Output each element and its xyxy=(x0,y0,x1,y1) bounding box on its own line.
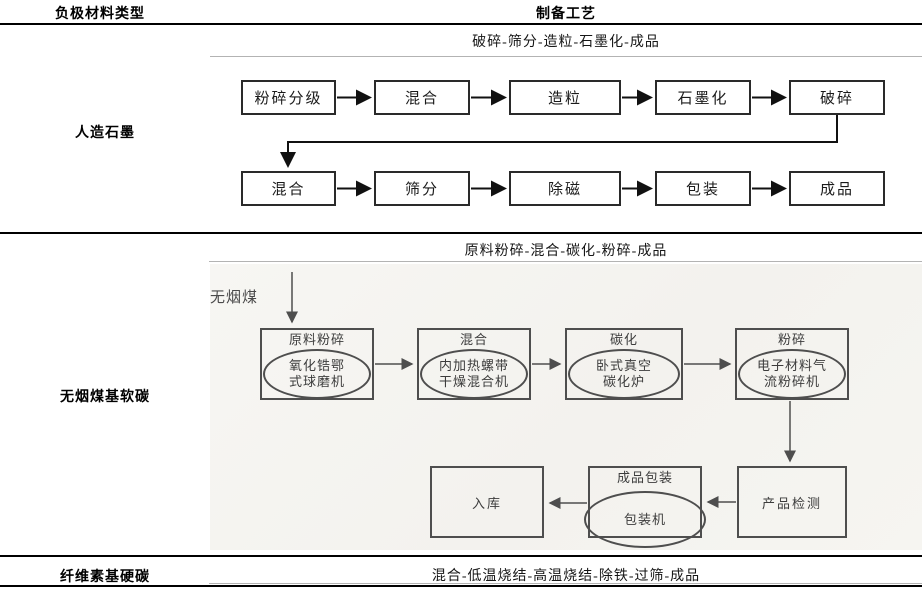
divider xyxy=(0,232,922,234)
column-header-process: 制备工艺 xyxy=(536,7,596,22)
flow-step-box: 粉碎分级 xyxy=(241,80,336,115)
thin-rule xyxy=(210,56,922,57)
machine-name-line: 氧化锆鄂 xyxy=(288,358,345,373)
step-title: 粉碎 xyxy=(777,332,806,347)
flow-step-box: 混合 xyxy=(241,171,336,206)
step-title: 入库 xyxy=(471,495,502,511)
machine-name-line: 电子材料气 xyxy=(756,358,827,373)
flow-step-box: 除磁 xyxy=(509,171,621,206)
flow-step-box: 包装 xyxy=(655,171,751,206)
scan-step-box: 成品包装 包装机 xyxy=(584,466,706,548)
machine-ellipse: 电子材料气 流粉碎机 xyxy=(738,349,846,399)
flow-step-box: 筛分 xyxy=(374,171,470,206)
step-title: 混合 xyxy=(459,332,488,347)
machine-name-line: 内加热螺带 xyxy=(438,358,509,373)
machine-name-line: 流粉碎机 xyxy=(763,374,820,389)
machine-ellipse: 氧化锆鄂 式球磨机 xyxy=(263,349,371,399)
machine-name-line: 干燥混合机 xyxy=(438,374,509,389)
scan-step-box: 混合 内加热螺带 干燥混合机 xyxy=(417,328,531,400)
flow-step-box: 石墨化 xyxy=(655,80,751,115)
machine-ellipse: 包装机 xyxy=(584,491,706,548)
raw-material-label: 无烟煤 xyxy=(210,290,259,306)
machine-name-line: 式球磨机 xyxy=(288,374,345,389)
flow-step-box: 造粒 xyxy=(509,80,621,115)
row-label-anthracite-soft-carbon: 无烟煤基软碳 xyxy=(60,390,150,405)
machine-ellipse: 内加热螺带 干燥混合机 xyxy=(420,349,528,399)
scan-step-box: 原料粉碎 氧化锆鄂 式球磨机 xyxy=(260,328,374,400)
column-header-material-type: 负极材料类型 xyxy=(55,7,145,22)
flow-step-box: 破碎 xyxy=(789,80,885,115)
machine-name-line: 包装机 xyxy=(623,511,666,527)
machine-ellipse: 卧式真空 碳化炉 xyxy=(568,349,680,399)
flow-step-box: 成品 xyxy=(789,171,885,206)
step-title: 产品检测 xyxy=(761,495,822,511)
step-title: 碳化 xyxy=(609,332,638,347)
flow-step-box: 混合 xyxy=(374,80,470,115)
divider xyxy=(0,23,922,25)
flow-wrap-connector xyxy=(280,115,838,168)
divider xyxy=(0,555,922,557)
process-summary-cellulose: 混合-低温烧结-高温烧结-除铁-过筛-成品 xyxy=(431,569,701,584)
scan-step-box: 入库 xyxy=(430,466,544,538)
divider xyxy=(0,585,922,587)
scan-step-box: 粉碎 电子材料气 流粉碎机 xyxy=(735,328,849,400)
step-title: 成品包装 xyxy=(616,470,673,485)
machine-name-line: 碳化炉 xyxy=(602,374,645,389)
scan-step-box: 碳化 卧式真空 碳化炉 xyxy=(565,328,683,400)
step-title: 原料粉碎 xyxy=(288,332,345,347)
scan-step-box: 产品检测 xyxy=(737,466,847,538)
row-label-artificial-graphite: 人造石墨 xyxy=(75,126,135,141)
process-summary-anthracite: 原料粉碎-混合-碳化-粉碎-成品 xyxy=(464,244,668,259)
process-summary-artificial-graphite: 破碎-筛分-造粒-石墨化-成品 xyxy=(472,35,660,50)
machine-name-line: 卧式真空 xyxy=(595,358,652,373)
thin-rule xyxy=(209,583,922,584)
row-label-cellulose-hard-carbon: 纤维素基硬碳 xyxy=(60,570,150,585)
thin-rule xyxy=(209,261,922,262)
